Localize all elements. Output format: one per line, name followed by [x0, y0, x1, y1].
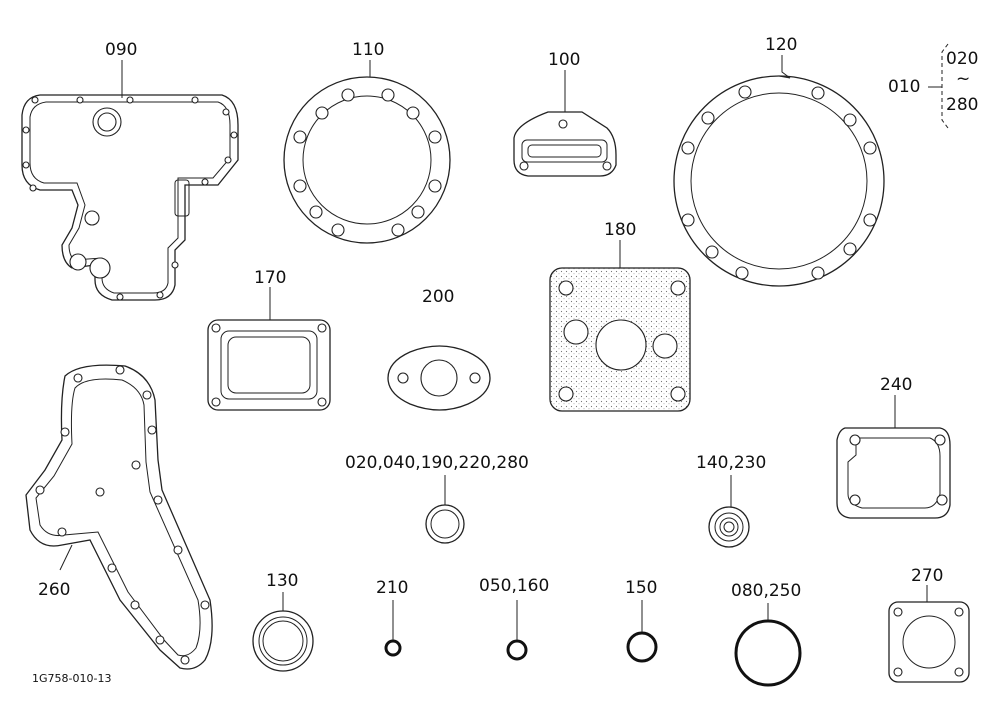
gasket-240	[836, 395, 951, 519]
oring-210	[384, 600, 402, 657]
label-150: 150	[625, 578, 658, 598]
label-120: 120	[765, 35, 798, 55]
gasket-270	[888, 585, 970, 683]
oring-050-group	[506, 600, 528, 661]
seal-140-group	[708, 475, 750, 548]
label-130: 130	[266, 571, 299, 591]
label-260: 260	[38, 580, 71, 600]
label-090: 090	[105, 40, 138, 60]
label-140-group: 140,230	[696, 453, 767, 473]
label-050-group: 050,160	[479, 576, 550, 596]
label-280: 280	[946, 95, 979, 115]
label-180: 180	[604, 220, 637, 240]
label-080-group: 080,250	[731, 581, 802, 601]
gasket-100	[513, 70, 617, 177]
gasket-170	[207, 287, 331, 411]
label-020-group: 020,040,190,220,280	[345, 453, 529, 473]
seal-130	[252, 592, 314, 672]
oring-150	[626, 600, 658, 663]
gasket-260	[25, 364, 213, 670]
label-200: 200	[422, 287, 455, 307]
label-010: 010	[888, 77, 921, 97]
gasket-120	[673, 55, 885, 287]
oring-080-group	[734, 603, 802, 687]
label-tilde: ~	[956, 69, 971, 89]
label-100: 100	[548, 50, 581, 70]
label-210: 210	[376, 578, 409, 598]
label-240: 240	[880, 375, 913, 395]
gasket-110	[283, 60, 451, 244]
label-020: 020	[946, 49, 979, 69]
drawing-number: 1G758-010-13	[32, 672, 112, 685]
label-110: 110	[352, 40, 385, 60]
gasket-090	[21, 60, 239, 301]
bracket-010	[928, 43, 949, 129]
gasket-200	[387, 345, 491, 411]
plate-180	[549, 240, 691, 412]
seal-020-group	[425, 475, 465, 544]
label-170: 170	[254, 268, 287, 288]
label-270: 270	[911, 566, 944, 586]
